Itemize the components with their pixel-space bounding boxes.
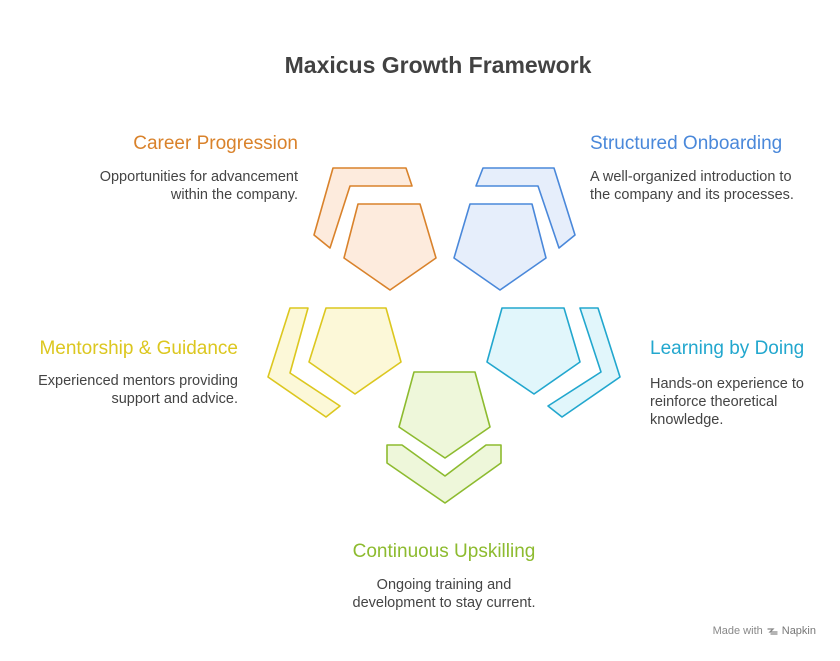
desc-learning-line-2: reinforce theoretical [650, 394, 778, 410]
upskilling-chevron [386, 444, 502, 504]
career-chevron [313, 167, 413, 249]
segment-mentorship [267, 307, 402, 418]
diagram-title: Maxicus Growth Framework [284, 52, 592, 78]
learning-chevron [547, 307, 621, 418]
onboarding-pentagon [453, 203, 547, 291]
desc-mentorship-line-1: Experienced mentors providing [38, 373, 238, 389]
learning-pentagon [486, 307, 581, 395]
desc-upskilling: Ongoing training and development to stay… [294, 576, 594, 612]
desc-mentorship-line-2: support and advice. [111, 391, 238, 407]
onboarding-chevron [475, 167, 576, 249]
desc-learning-line-1: Hands-on experience to [650, 376, 804, 392]
desc-learning: Hands-on experience to reinforce theoret… [650, 375, 804, 429]
segment-learning [486, 307, 621, 418]
label-learning: Learning by Doing [650, 338, 805, 359]
footer-brand: Napkin [781, 625, 816, 637]
mentorship-chevron [267, 307, 341, 418]
segment-onboarding [453, 167, 576, 291]
desc-upskilling-line-1: Ongoing training and [376, 577, 512, 593]
footer-credit: Made with Napkin [713, 625, 816, 637]
desc-upskilling-line-2: development to stay current. [352, 595, 536, 611]
desc-onboarding-line-1: A well-organized introduction to [590, 169, 792, 185]
desc-onboarding: A well-organized introduction to the com… [590, 168, 794, 204]
upskilling-pentagon [398, 371, 491, 459]
label-onboarding: Structured Onboarding [590, 133, 783, 154]
mentorship-pentagon [308, 307, 402, 395]
desc-career: Opportunities for advancement within the… [100, 168, 298, 204]
desc-onboarding-line-2: the company and its processes. [590, 187, 794, 203]
label-mentorship: Mentorship & Guidance [39, 338, 238, 359]
segment-upskilling [386, 371, 502, 504]
desc-mentorship: Experienced mentors providing support an… [38, 372, 238, 408]
napkin-logo-icon [767, 627, 778, 635]
career-pentagon [343, 203, 437, 291]
desc-career-line-2: within the company. [170, 187, 298, 203]
label-upskilling: Continuous Upskilling [352, 541, 536, 562]
footer-made-with: Made with [712, 625, 763, 637]
label-career: Career Progression [133, 133, 298, 154]
desc-learning-line-3: knowledge. [650, 412, 724, 428]
segment-career [313, 167, 437, 291]
desc-career-line-1: Opportunities for advancement [99, 169, 298, 185]
